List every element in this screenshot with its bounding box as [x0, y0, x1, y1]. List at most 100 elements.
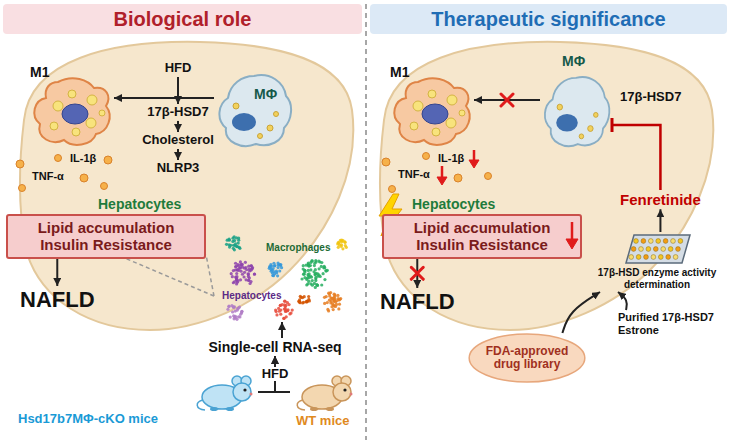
cell-dot	[229, 315, 232, 318]
assay-plate: 17β-HSD enzyme activity determination	[588, 232, 726, 292]
cell-dot	[233, 239, 236, 242]
lipid-droplet	[413, 101, 423, 111]
cytokine-particle	[382, 158, 390, 166]
cell-dot	[315, 283, 318, 286]
lipid-droplet	[459, 110, 465, 116]
reagent-label: Purified 17β-HSD7 Estrone	[616, 310, 726, 337]
cytokine-particle	[16, 160, 24, 168]
cell-dot	[298, 300, 301, 303]
lipid-droplet	[72, 128, 80, 136]
zoom-line	[206, 255, 214, 296]
cell-dot	[306, 282, 309, 285]
vesicle	[258, 134, 263, 139]
panel-header: Therapeutic significance	[370, 4, 727, 34]
plate-well	[631, 247, 636, 252]
node-text: Lipid accumulation Insulin Resistance	[407, 219, 557, 254]
cell-dot	[302, 268, 305, 271]
cell-dot	[234, 265, 237, 268]
node-text: Cholesterol	[142, 133, 214, 148]
cell-dot	[323, 265, 326, 268]
cell-dot	[245, 268, 248, 271]
cell-dot	[309, 261, 312, 264]
plate-well	[678, 239, 683, 244]
cell-dot	[225, 243, 228, 246]
decrease-arrow-shaft	[441, 166, 444, 178]
cell-dot	[339, 297, 342, 300]
node-text: NAFLD	[20, 287, 95, 312]
decrease-arrow-head	[469, 160, 479, 168]
node-text: M1	[30, 64, 49, 80]
cytokine-label: IL-1β	[438, 152, 464, 165]
cell-dot	[286, 301, 289, 304]
node-text: NLRP3	[157, 161, 200, 176]
macrophage-cell-art	[540, 72, 612, 150]
cell-dot	[282, 317, 285, 320]
lipid-droplet	[446, 118, 456, 128]
metabolite-label: Cholesterol	[140, 132, 216, 149]
node-text: 17β-HSD enzyme activity determination	[588, 267, 726, 290]
cell-dot	[227, 305, 230, 308]
cell-dot	[291, 308, 294, 311]
cell-dot	[282, 317, 285, 320]
plate-well	[661, 247, 666, 252]
cell-dot	[317, 259, 320, 262]
block-stroke	[501, 94, 513, 106]
cell-dot	[303, 276, 306, 279]
cell-dot	[337, 246, 340, 249]
cell-dot	[334, 305, 337, 308]
connector-arrow	[177, 149, 179, 160]
mouse-foot	[226, 407, 234, 411]
lipid-droplet	[68, 90, 76, 98]
cell-dot	[236, 280, 239, 283]
cell-dot	[330, 297, 333, 300]
cell-dot	[345, 246, 348, 249]
cell-dot	[250, 264, 253, 267]
plate-well	[656, 239, 661, 244]
plate-well	[658, 255, 663, 260]
vesicle	[267, 125, 273, 131]
cell-dot	[226, 239, 229, 242]
cell-dot	[308, 299, 311, 302]
node-text: NAFLD	[380, 289, 455, 314]
plate-well	[636, 255, 641, 260]
cell-dot	[233, 315, 236, 318]
vesicle	[579, 134, 584, 139]
macrophage-cell: MΦ17β-HSD7	[540, 72, 612, 150]
cell-dot	[272, 267, 275, 270]
connector-arrow	[562, 292, 600, 333]
cell-dot	[227, 305, 230, 308]
cell-dot	[311, 279, 314, 282]
mouse-head	[233, 383, 251, 401]
node-text: Therapeutic significance	[431, 8, 666, 31]
cell-dot	[239, 260, 242, 263]
cytokine-particle	[19, 185, 26, 192]
cell-dot	[303, 295, 306, 298]
cell-dot	[232, 281, 235, 284]
macrophage-cell-art	[214, 70, 294, 150]
hepatocyte-box: HepatocytesLipid accumulation Insulin Re…	[382, 196, 582, 259]
cell-dot	[336, 294, 339, 297]
cell-dot	[320, 265, 323, 268]
cell-dot	[272, 270, 275, 273]
cell-dot	[240, 310, 243, 313]
decrease-arrow-shaft	[473, 150, 476, 161]
cell-dot	[332, 308, 335, 311]
cell-dot	[238, 267, 241, 270]
mouse-nose	[250, 393, 253, 396]
node-text: 17β-HSD7	[147, 105, 208, 120]
cell-dot	[230, 272, 233, 275]
macrophage-cell: MΦ	[214, 70, 294, 150]
plate-well	[629, 255, 634, 260]
plate-well	[671, 239, 676, 244]
mouse-foot	[210, 407, 218, 411]
lipid-droplet	[447, 95, 457, 105]
nucleus	[556, 114, 578, 132]
cell-dot	[253, 273, 256, 276]
cell-dot	[323, 278, 326, 281]
cell-dot	[283, 307, 286, 310]
cell-dot	[235, 236, 238, 239]
cell-dot	[248, 269, 251, 272]
cell-dot	[248, 282, 251, 285]
cell-dot	[299, 295, 302, 298]
cell-dot	[274, 308, 277, 311]
